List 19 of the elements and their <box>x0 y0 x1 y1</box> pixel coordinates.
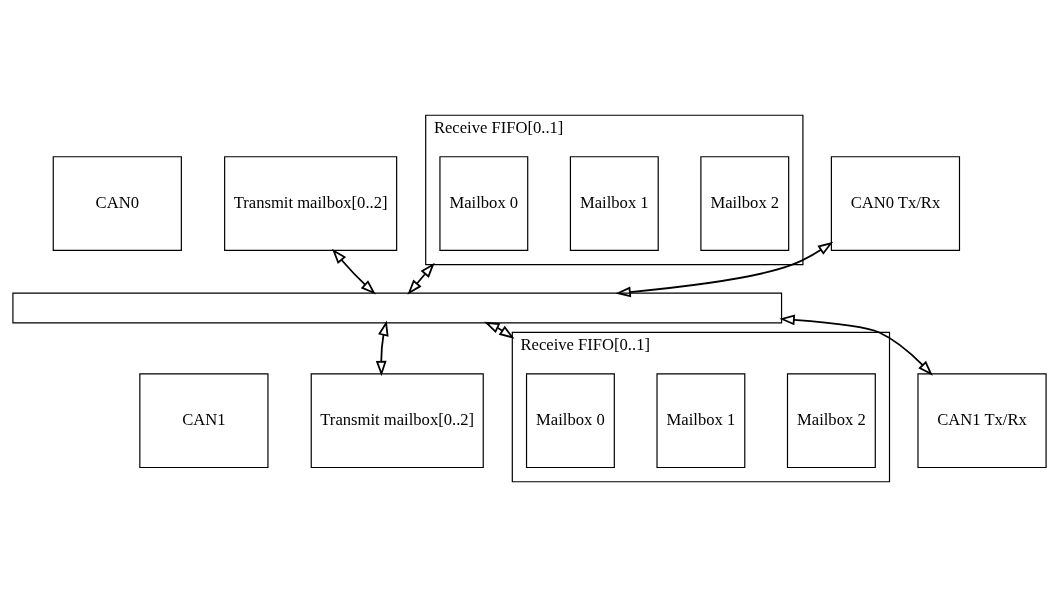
node-box: Transmit mailbox[0..2] <box>310 373 484 469</box>
node-box: Mailbox 1 <box>569 156 659 252</box>
node-box: Transmit mailbox[0..2] <box>224 156 398 252</box>
arrow <box>375 320 389 377</box>
node-box: CAN1 Tx/Rx <box>917 373 1047 469</box>
node-box: CAN0 <box>52 156 182 252</box>
arrow <box>484 321 515 339</box>
node-box: Mailbox 0 <box>439 156 529 252</box>
node-box: CAN0 Tx/Rx <box>830 156 961 252</box>
arrow <box>331 248 376 295</box>
node-box: CAN1 <box>139 373 269 469</box>
node-box: Mailbox 2 <box>786 373 876 469</box>
arrow <box>779 314 933 376</box>
node-box: Mailbox 1 <box>656 373 746 469</box>
arrow <box>615 241 834 298</box>
node-bar <box>12 292 783 324</box>
arrow <box>407 262 435 295</box>
node-box: Mailbox 0 <box>525 373 615 469</box>
node-box: Mailbox 2 <box>700 156 790 252</box>
